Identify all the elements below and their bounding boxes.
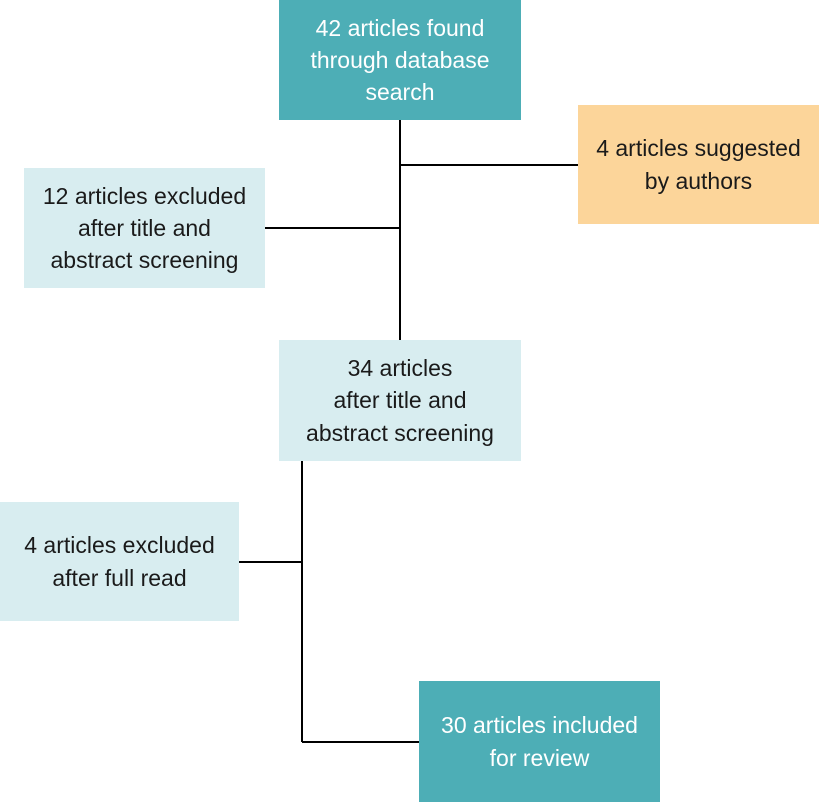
included-for-review-text: 30 articles included for review <box>441 712 638 771</box>
excluded-after-screening-text: 12 articles excluded after title and abs… <box>42 182 247 274</box>
after-screening-box: 34 articles after title and abstract scr… <box>279 340 521 461</box>
database-search-text: 42 articles found through database searc… <box>310 14 490 106</box>
included-for-review-box: 30 articles included for review <box>419 681 660 802</box>
excluded-after-full-read-box: 4 articles excluded after full read <box>0 502 239 621</box>
database-search-box: 42 articles found through database searc… <box>279 0 521 120</box>
suggested-by-authors-box: 4 articles suggested by authors <box>578 105 819 224</box>
after-screening-text: 34 articles after title and abstract scr… <box>306 355 494 446</box>
excluded-after-full-read-text: 4 articles excluded after full read <box>24 532 215 591</box>
suggested-by-authors-text: 4 articles suggested by authors <box>596 135 801 194</box>
excluded-after-screening-box: 12 articles excluded after title and abs… <box>24 168 265 288</box>
